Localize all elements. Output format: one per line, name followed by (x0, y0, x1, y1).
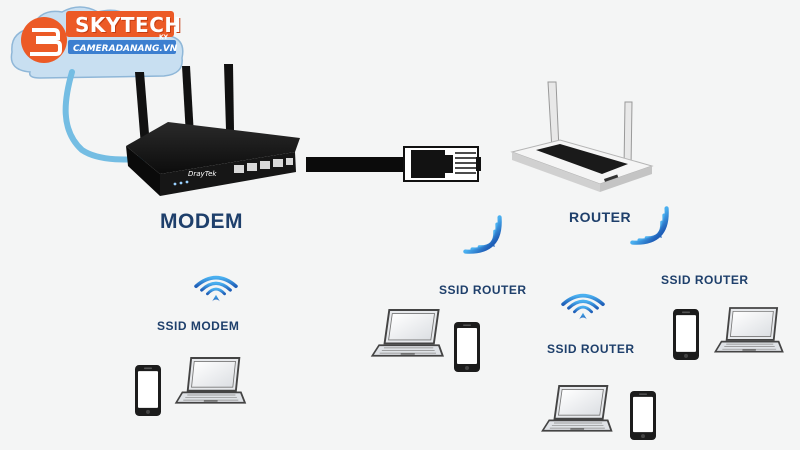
modem-icon: DrayTek (126, 64, 300, 196)
ssid-router-label: SSID ROUTER (547, 342, 635, 356)
ssid-router-label: SSID ROUTER (661, 273, 749, 287)
ssid-modem-label: SSID MODEM (157, 319, 240, 333)
laptop-icon (175, 357, 251, 404)
logo-emblem (21, 11, 176, 63)
smartphone-icon (454, 322, 480, 372)
ethernet-cable-icon (306, 146, 481, 182)
router-icon (510, 81, 654, 192)
wifi-icon (465, 217, 512, 264)
smartphone-icon (673, 309, 699, 360)
logo-brand: SKYTECH (75, 13, 182, 37)
ssid-router-label: SSID ROUTER (439, 283, 527, 297)
logo-small-text: KY (159, 34, 168, 41)
router-label: ROUTER (569, 209, 632, 225)
wifi-icon (632, 208, 679, 255)
laptop-icon (541, 385, 619, 432)
logo-website: CAMERADANANG.VN (73, 44, 178, 54)
smartphone-icon (630, 391, 656, 440)
wifi-icon (561, 293, 605, 322)
laptop-icon (371, 309, 451, 357)
modem-brand: DrayTek (188, 170, 217, 178)
laptop-icon (714, 307, 789, 353)
wifi-icon (194, 275, 238, 304)
modem-label: MODEM (160, 210, 243, 233)
smartphone-icon (135, 365, 161, 416)
